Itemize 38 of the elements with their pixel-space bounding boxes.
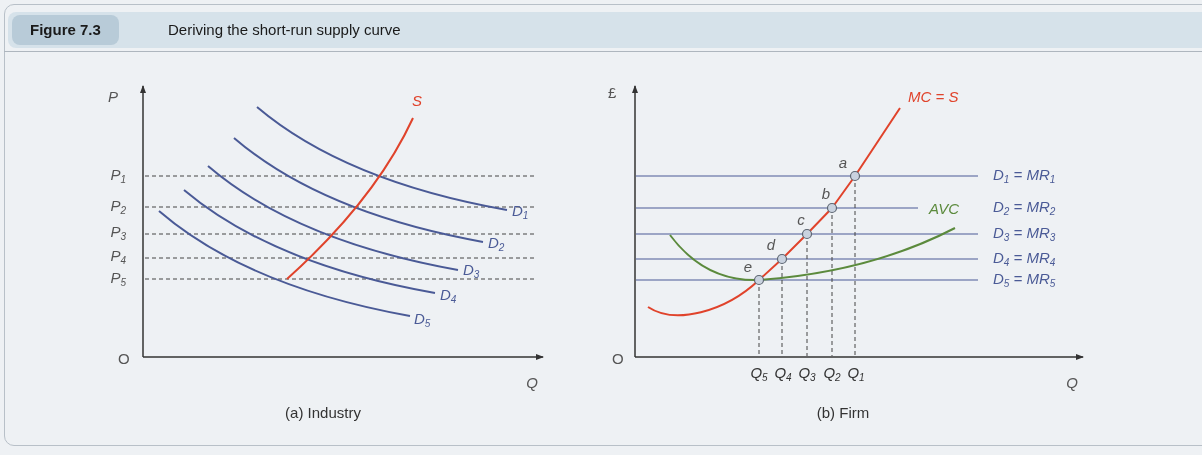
panel-caption: (a) Industry [285,404,361,420]
quantity-label: Q$_{4}$ [774,365,792,383]
axis-label: P [108,88,118,104]
origin-label: O [612,350,624,366]
curve-label: AVC [929,200,959,216]
axis-label: £ [608,84,617,100]
price-label: P$_{3}$ [110,224,126,242]
axis-label: Q [526,374,538,390]
curve-label: D$_{5}$ = MR$_{5}$ [993,271,1056,289]
quantity-label: Q$_{3}$ [798,365,816,383]
point-label: b [821,185,831,201]
quantity-label: Q$_{5}$ [750,365,768,383]
curve-label: D$_{1}$ [512,203,529,221]
quantity-label: Q$_{1}$ [847,365,865,383]
origin-label: O [118,350,130,366]
point-label: e [743,258,753,274]
figure-title: Deriving the short-run supply curve [168,20,401,40]
figure-number: Figure 7.3 [12,15,119,45]
curve-label: D$_{2}$ = MR$_{2}$ [993,199,1056,217]
curve-label: D$_{2}$ [488,235,505,253]
axis-label: Q [1066,374,1078,390]
price-label: P$_{1}$ [110,167,126,185]
price-label: P$_{2}$ [110,198,126,216]
price-label: P$_{5}$ [110,270,126,288]
curve-label: D$_{4}$ = MR$_{4}$ [993,250,1056,268]
curve-label: D$_{5}$ [414,311,431,329]
curve-label: D$_{3}$ = MR$_{3}$ [993,225,1056,243]
curve-label: D$_{4}$ [440,287,457,305]
curve-label: MC = S [908,88,959,104]
point-label: d [766,236,776,252]
curve-label: D$_{3}$ [463,262,480,280]
curve-label: S [412,92,422,108]
point-label: a [838,154,848,170]
curve-label: D$_{1}$ = MR$_{1}$ [993,167,1056,185]
quantity-label: Q$_{2}$ [823,365,841,383]
panel-caption: (b) Firm [816,404,870,420]
price-label: P$_{4}$ [110,248,126,266]
point-label: c [797,211,805,227]
